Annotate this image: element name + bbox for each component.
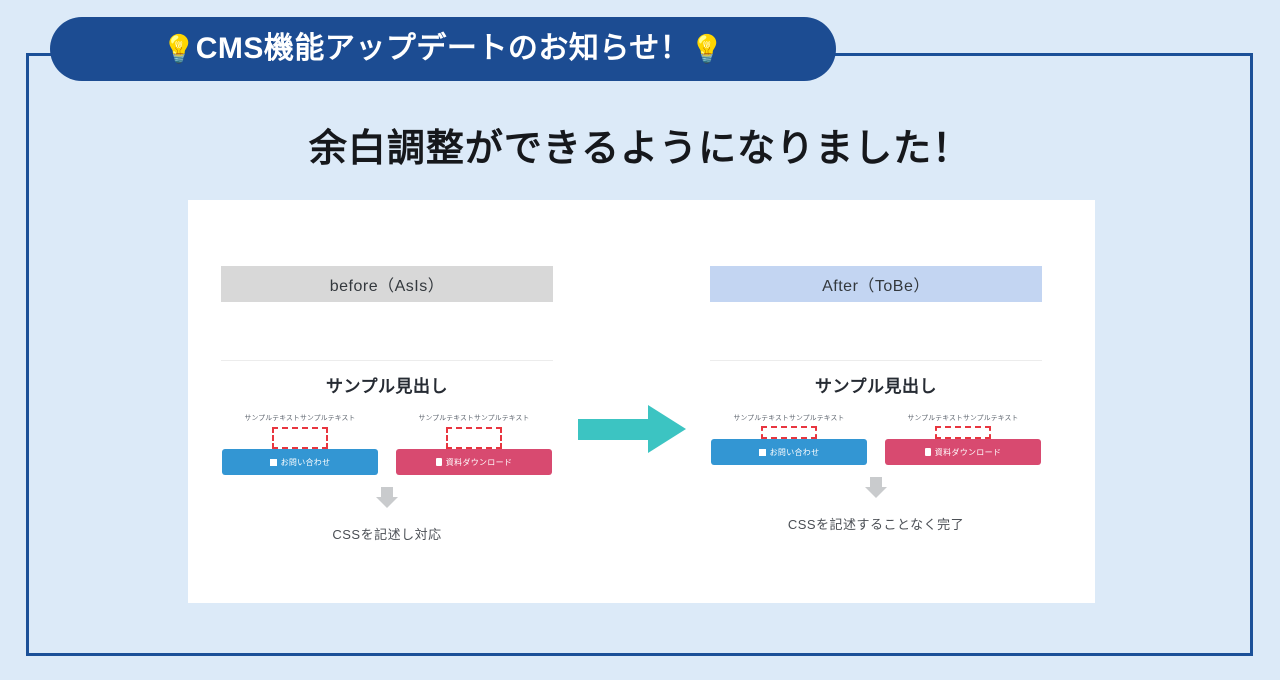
cta-contact: サンプルテキストサンプルテキスト お問い合わせ: [711, 413, 867, 465]
document-icon: [435, 458, 442, 466]
margin-indicator-box: [935, 426, 991, 439]
margin-indicator-box: [446, 427, 502, 449]
mail-icon: [269, 458, 277, 466]
arrow-down-icon: [376, 487, 398, 508]
comparison-column-before: before（AsIs） サンプル見出し サンプルテキストサンプルテキスト お問…: [221, 200, 553, 603]
margin-indicator-box: [761, 426, 817, 439]
arrow-right-shaft: [578, 419, 652, 440]
flow-before: CSSを記述し対応: [221, 487, 553, 543]
lightbulb-icon-right: 💡: [690, 33, 724, 64]
margin-gap: [885, 423, 1041, 439]
cta-contact: サンプルテキストサンプルテキスト お問い合わせ: [222, 413, 378, 475]
header-badge-label: CMS機能アップデートのお知らせ！: [195, 32, 691, 65]
margin-gap: [222, 423, 378, 449]
flow-caption: CSSを記述し対応: [332, 527, 442, 542]
mail-icon: [758, 448, 766, 456]
preview-heading: サンプル見出し: [815, 377, 937, 396]
column-bar-before: before（AsIs）: [221, 266, 553, 302]
cta-note: サンプルテキストサンプルテキスト: [418, 415, 530, 422]
preview-before: サンプル見出し サンプルテキストサンプルテキスト お問い合わせ サンプル: [221, 360, 553, 543]
flow-caption: CSSを記述することなく完了: [787, 517, 965, 532]
download-button[interactable]: 資料ダウンロード: [396, 449, 552, 475]
cta-note: サンプルテキストサンプルテキスト: [244, 415, 356, 422]
download-button-label: 資料ダウンロード: [934, 447, 1002, 457]
contact-button-label: お問い合わせ: [280, 457, 331, 467]
comparison-container: before（AsIs） サンプル見出し サンプルテキストサンプルテキスト お問…: [188, 200, 1095, 603]
document-icon: [924, 448, 931, 456]
preview-heading: サンプル見出し: [326, 377, 448, 396]
arrow-right-icon: [578, 405, 688, 453]
header-badge: 💡 CMS機能アップデートのお知らせ！ 💡: [50, 17, 836, 81]
contact-button[interactable]: お問い合わせ: [711, 439, 867, 465]
margin-indicator-box: [272, 427, 328, 449]
arrow-right-head: [648, 405, 686, 453]
download-button-label: 資料ダウンロード: [445, 457, 513, 467]
margin-gap: [396, 423, 552, 449]
cta-row: サンプルテキストサンプルテキスト お問い合わせ サンプルテキストサンプルテキスト: [221, 413, 553, 475]
comparison-card: before（AsIs） サンプル見出し サンプルテキストサンプルテキスト お問…: [188, 200, 1095, 603]
download-button[interactable]: 資料ダウンロード: [885, 439, 1041, 465]
cta-row: サンプルテキストサンプルテキスト お問い合わせ サンプルテキストサンプルテキスト: [710, 413, 1042, 465]
page-title: 余白調整ができるようになりました！: [308, 128, 972, 170]
column-bar-after: After（ToBe）: [710, 266, 1042, 302]
contact-button[interactable]: お問い合わせ: [222, 449, 378, 475]
comparison-column-after: After（ToBe） サンプル見出し サンプルテキストサンプルテキスト お問い…: [710, 200, 1042, 603]
arrow-down-icon: [865, 477, 887, 498]
cta-download: サンプルテキストサンプルテキスト 資料ダウンロード: [885, 413, 1041, 465]
lightbulb-icon-left: 💡: [162, 33, 196, 64]
preview-after: サンプル見出し サンプルテキストサンプルテキスト お問い合わせ サンプル: [710, 360, 1042, 533]
cta-download: サンプルテキストサンプルテキスト 資料ダウンロード: [396, 413, 552, 475]
margin-gap: [711, 423, 867, 439]
cta-note: サンプルテキストサンプルテキスト: [907, 415, 1019, 422]
cta-note: サンプルテキストサンプルテキスト: [733, 415, 845, 422]
contact-button-label: お問い合わせ: [769, 447, 820, 457]
flow-after: CSSを記述することなく完了: [710, 477, 1042, 533]
